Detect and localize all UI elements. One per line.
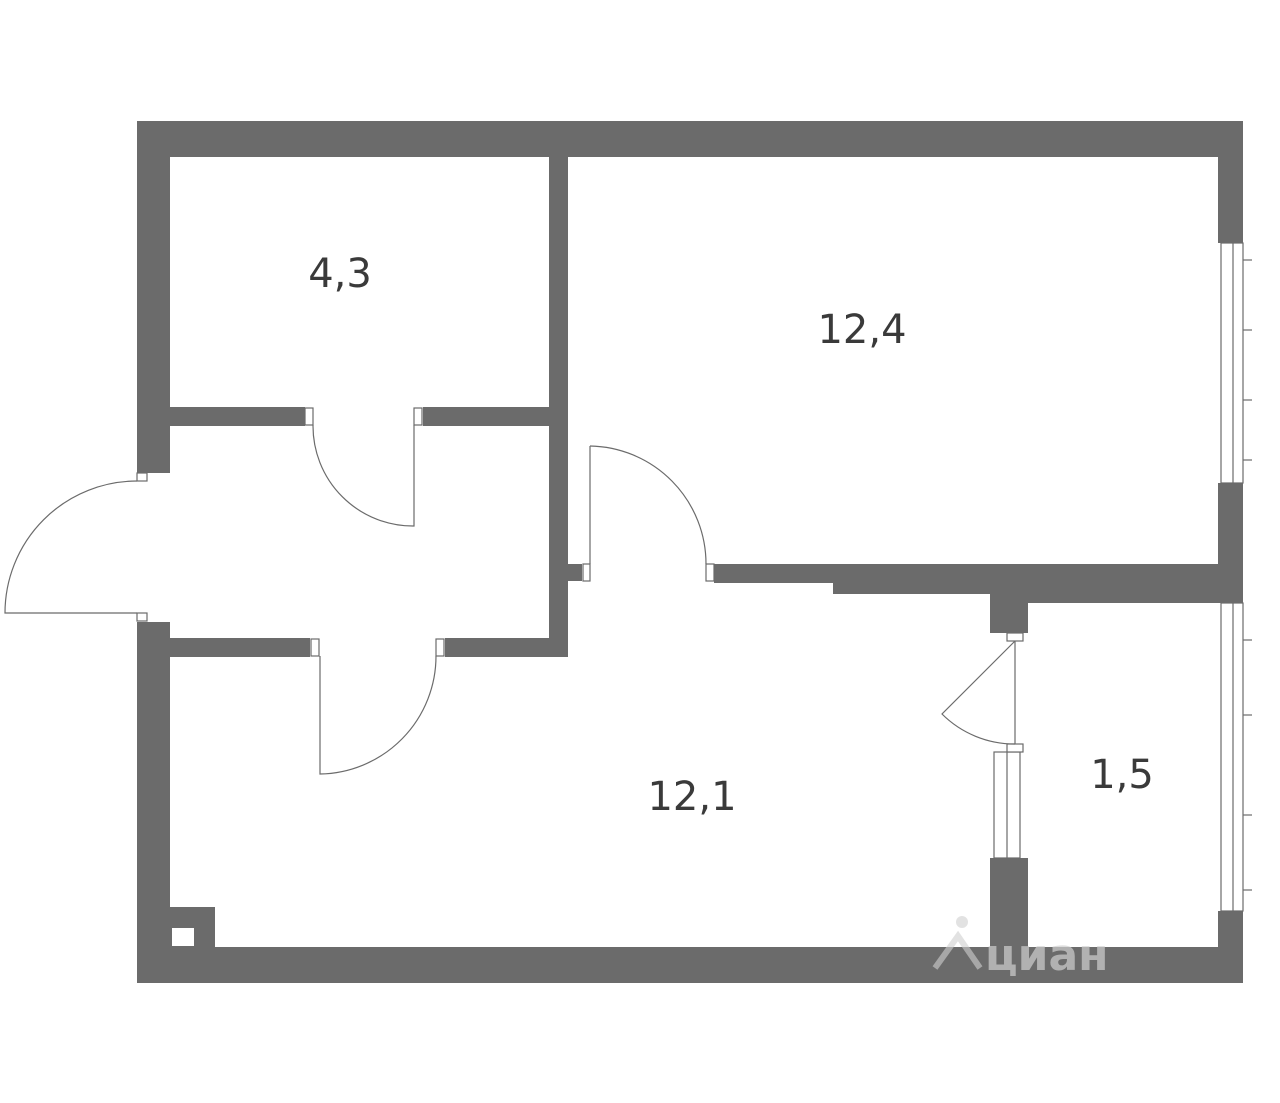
area-label-storage: 4,3 <box>308 251 372 297</box>
window-balcony-outer <box>1220 602 1244 912</box>
wall-balcony-left-lower <box>990 858 1028 983</box>
area-label-balcony: 1,5 <box>1090 752 1154 798</box>
wall-corridor-stub <box>568 564 582 581</box>
watermark-logo-icon <box>932 916 983 970</box>
wall-outer-top <box>137 121 1243 157</box>
area-label-room: 12,4 <box>817 307 906 353</box>
vent-shaft-opening <box>172 928 194 946</box>
wall-outer-right-lower <box>1218 911 1243 983</box>
door-corridor-hall <box>310 638 445 775</box>
wall-outer-right-upper <box>1218 121 1243 243</box>
window-room <box>1220 242 1244 484</box>
door-storage <box>304 407 423 527</box>
wall-corridor-bottom-right <box>445 638 568 657</box>
walls <box>137 121 1243 983</box>
wall-outer-left-upper <box>137 121 170 473</box>
wall-outer-bottom <box>137 947 1243 983</box>
door-entrance <box>4 472 148 622</box>
wall-outer-left-lower <box>137 622 170 983</box>
wall-storage-bottom-right <box>423 407 549 426</box>
wall-corridor-right <box>549 425 568 657</box>
wall-storage-bottom-left <box>170 407 305 426</box>
watermark: циан <box>932 916 1109 981</box>
doors <box>4 407 1024 775</box>
wall-balcony-top <box>990 583 1218 603</box>
area-label-hall: 12,1 <box>647 774 736 820</box>
wall-corridor-bottom-left <box>170 638 310 657</box>
windows <box>993 242 1252 912</box>
door-room <box>582 445 715 582</box>
door-balcony <box>941 632 1024 753</box>
wall-balcony-left-upper <box>990 583 1028 633</box>
watermark-text: циан <box>985 930 1109 981</box>
wall-outer-right-pier <box>1218 483 1243 603</box>
